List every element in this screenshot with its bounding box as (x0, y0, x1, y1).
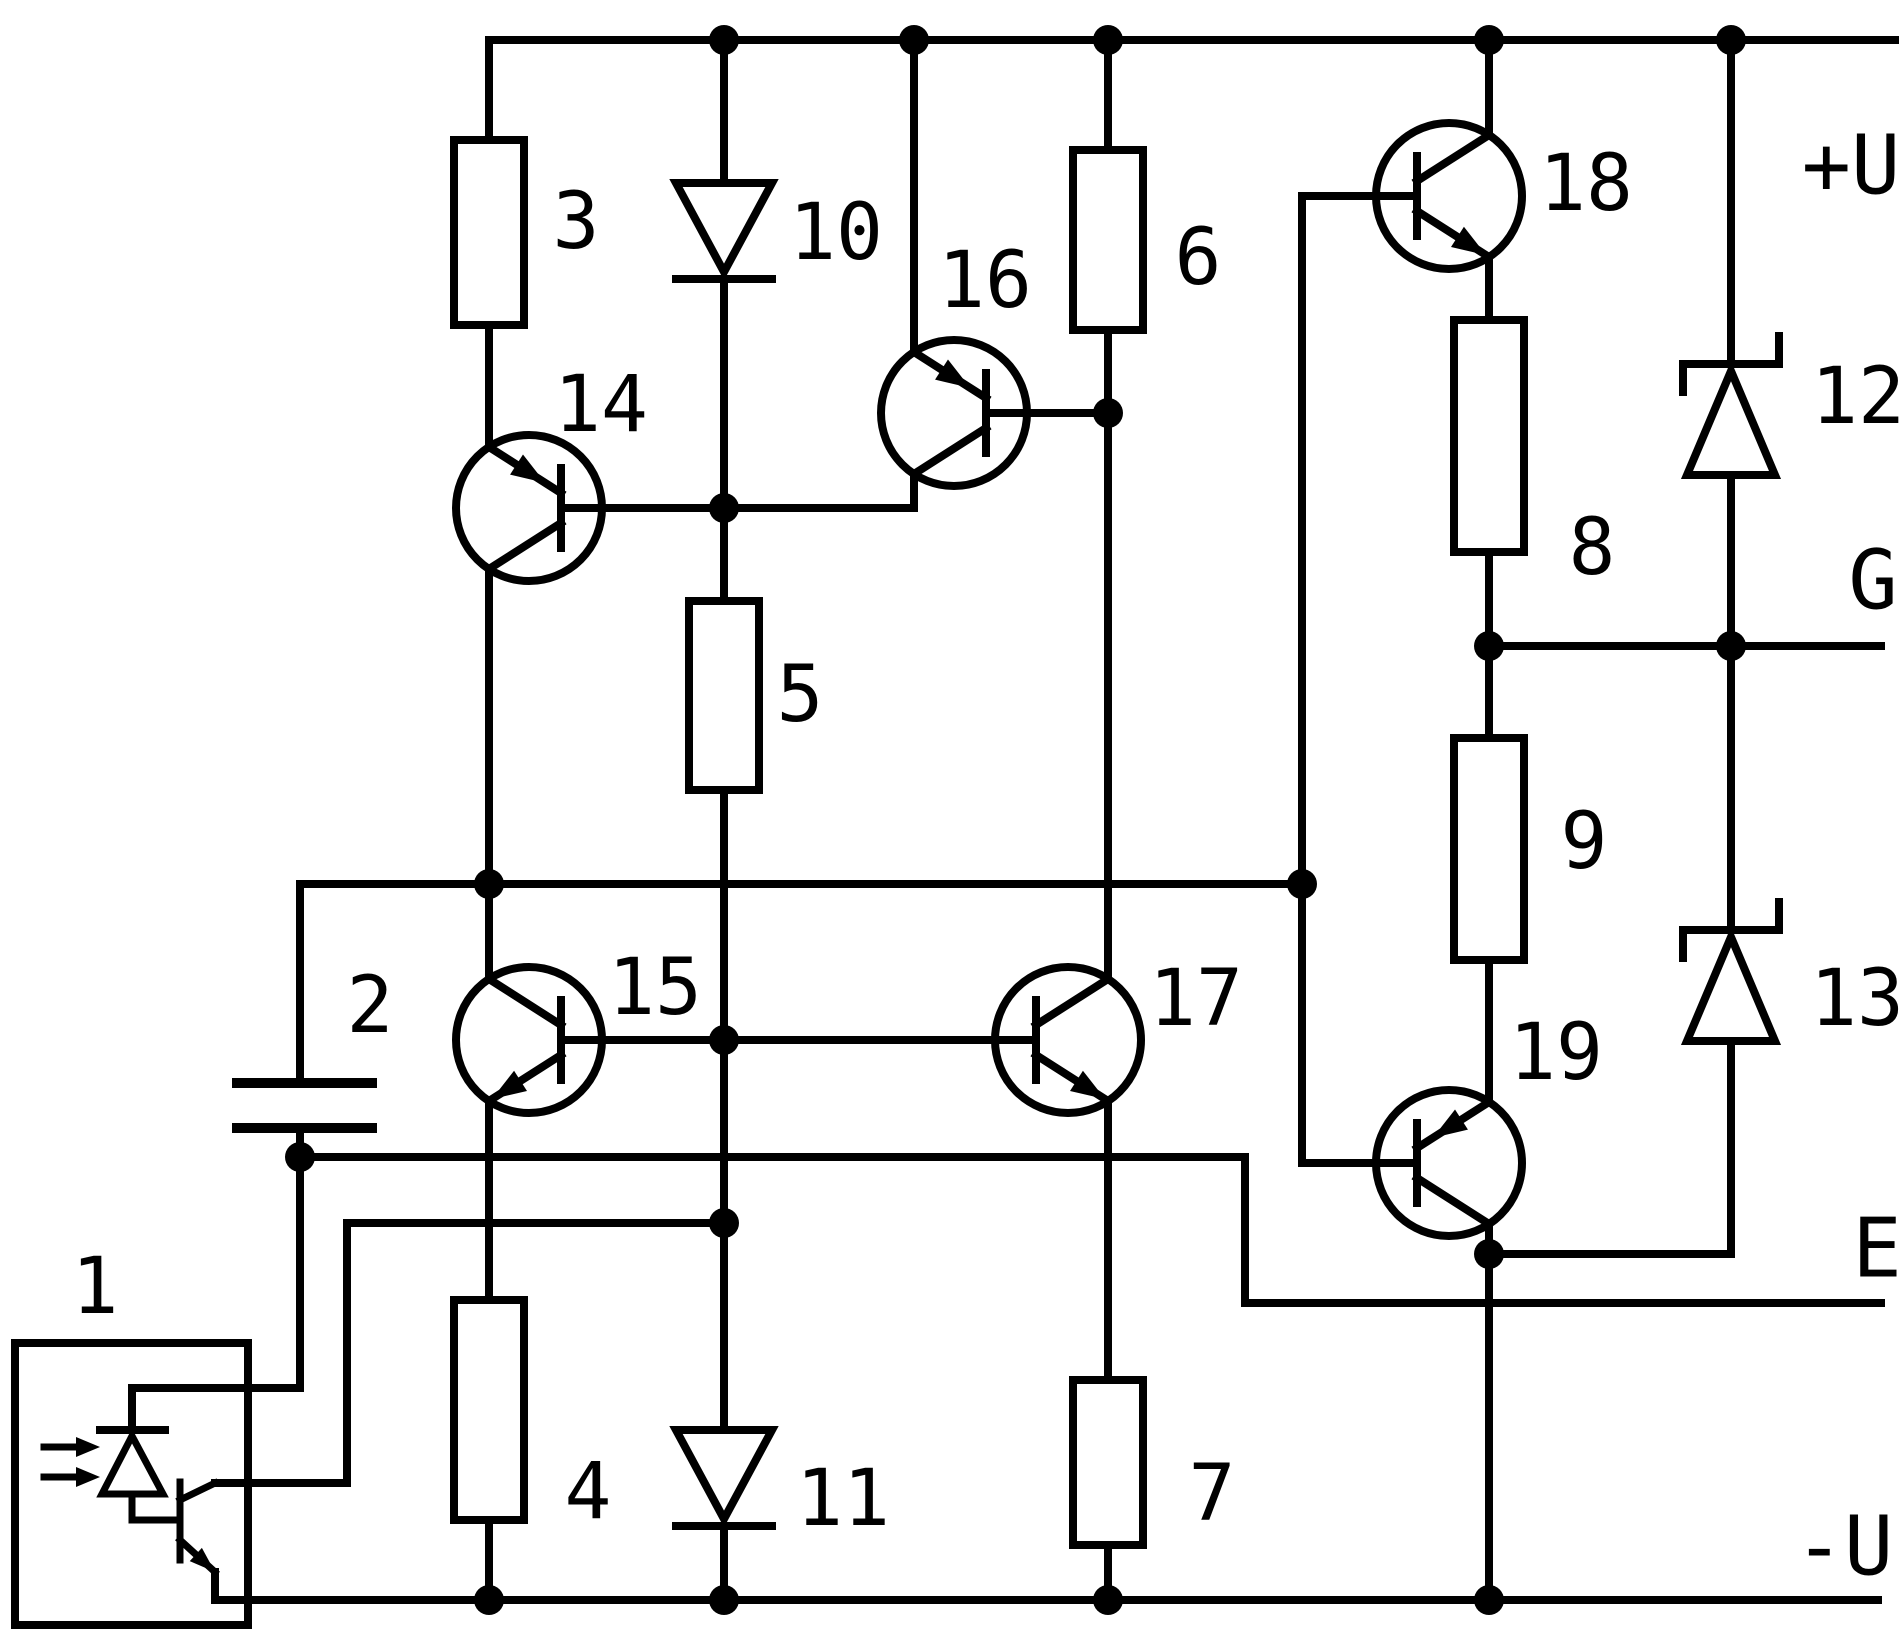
resistor-8: 8 (1450, 316, 1616, 593)
resistor-6-label: 6 (1175, 213, 1222, 303)
junction-dot (474, 1585, 504, 1615)
resistor-4: 4 (450, 1296, 612, 1537)
zener-12-label: 12 (1811, 352, 1903, 442)
junction-dot (709, 1585, 739, 1615)
junction-dot (474, 869, 504, 899)
diode-11: 11 (669, 1426, 890, 1544)
opto-phototransistor-icon (175, 1478, 220, 1577)
resistor-7-body (1069, 1376, 1147, 1549)
wire-node508-link (557, 470, 918, 512)
junction-dot (285, 1142, 315, 1172)
resistor-3-body (450, 136, 528, 329)
wire-t18-t19-base-link (1298, 192, 1421, 1167)
capacitor-2: 2 (232, 961, 394, 1133)
terminal-minus-u: -U (1795, 1500, 1894, 1595)
resistor-7-label: 7 (1189, 1449, 1236, 1539)
resistor-9: 9 (1450, 734, 1608, 964)
resistor-8-label: 8 (1569, 503, 1616, 593)
transistor-16-circle (877, 336, 1031, 490)
transistor-16: 16 (877, 236, 1032, 490)
resistor-5: 5 (685, 597, 824, 794)
zener-13-label: 13 (1810, 954, 1903, 1044)
resistor-5-label: 5 (777, 650, 824, 740)
wires (128, 36, 1899, 1604)
resistor-4-body (450, 1296, 528, 1524)
diode-10-label: 10 (789, 188, 883, 278)
junction-dot (709, 25, 739, 55)
zener-13: 13 (1679, 898, 1903, 1045)
junction-dot (709, 1208, 739, 1238)
diode-10-triangle (669, 179, 779, 281)
resistor-8-body (1450, 316, 1528, 556)
wire-opto-collector-link (211, 1219, 728, 1487)
diode-11-triangle (669, 1426, 779, 1528)
terminal-minus-u-label: -U (1795, 1500, 1894, 1595)
zener-13-triangle (1680, 926, 1782, 1045)
zener-12: 12 (1679, 332, 1903, 479)
junction-dot (709, 493, 739, 523)
transistor-17: 17 (991, 954, 1243, 1117)
diode-11-label: 11 (796, 1454, 890, 1544)
opto-led-icon (40, 1426, 184, 1524)
junction-dots (285, 25, 1746, 1615)
transistor-17-circle (991, 963, 1145, 1117)
transistor-14-label: 14 (554, 360, 648, 450)
terminal-g-label: G (1848, 534, 1897, 629)
capacitor-2-label: 2 (347, 961, 394, 1051)
resistor-4-label: 4 (565, 1447, 612, 1537)
transistor-19-circle (1372, 1086, 1526, 1240)
optocoupler-1-label: 1 (72, 1242, 119, 1332)
resistor-7: 7 (1069, 1376, 1236, 1549)
transistor-15: 15 (452, 943, 702, 1117)
transistor-15-label: 15 (608, 943, 702, 1033)
junction-dot (1093, 25, 1123, 55)
junction-dot (1716, 631, 1746, 661)
resistor-3-label: 3 (553, 177, 600, 267)
resistor-9-body (1450, 734, 1528, 964)
transistor-17-label: 17 (1149, 954, 1243, 1044)
wire-row-a (296, 880, 1306, 1087)
junction-dot (1474, 25, 1504, 55)
transistor-19: 19 (1372, 1008, 1603, 1240)
transistor-18-circle (1372, 119, 1526, 273)
resistor-9-label: 9 (1561, 797, 1608, 887)
transistor-19-label: 19 (1509, 1008, 1603, 1098)
junction-dot (1093, 1585, 1123, 1615)
transistor-14-circle (452, 431, 606, 585)
terminal-e-label: E (1852, 1202, 1901, 1297)
transistor-16-label: 16 (938, 236, 1032, 326)
diode-10: 10 (669, 179, 883, 283)
resistor-5-body (685, 597, 763, 794)
junction-dot (1474, 1239, 1504, 1269)
resistor-3: 3 (450, 136, 600, 329)
terminal-plus-u: +U (1802, 119, 1901, 214)
optocoupler-box (11, 1339, 252, 1629)
junction-dot (1474, 1585, 1504, 1615)
resistor-6-body (1069, 146, 1147, 334)
junction-dot (1287, 869, 1317, 899)
resistor-6: 6 (1069, 146, 1222, 334)
wire-d13-anode-link (1485, 1037, 1735, 1258)
transistor-18-label: 18 (1539, 139, 1633, 229)
junction-dot (899, 25, 929, 55)
junction-dot (1716, 25, 1746, 55)
wire-row-b-to-e-row (296, 1153, 1885, 1307)
junction-dot (1093, 398, 1123, 428)
terminal-e: E (1852, 1202, 1901, 1297)
zener-12-triangle (1680, 360, 1782, 479)
wire-led-feed (128, 1124, 304, 1434)
terminal-plus-u-label: +U (1802, 119, 1901, 214)
terminal-g: G (1848, 534, 1897, 629)
transistor-18: 18 (1372, 119, 1633, 273)
junction-dot (709, 1025, 739, 1055)
transistor-15-circle (452, 963, 606, 1117)
transistor-14: 14 (452, 360, 648, 585)
junction-dot (1474, 631, 1504, 661)
optocoupler-1: 1 (11, 1242, 252, 1629)
